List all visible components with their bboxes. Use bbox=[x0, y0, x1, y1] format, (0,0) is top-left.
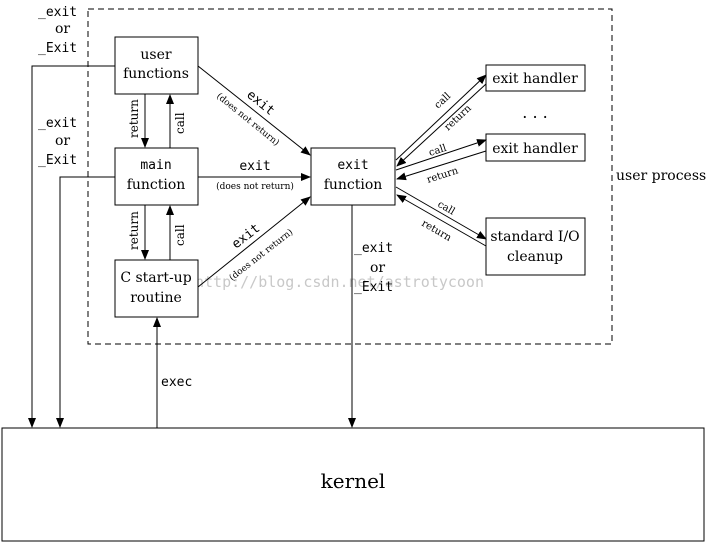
main-function-line2: function bbox=[127, 177, 186, 193]
user-functions-line1: user bbox=[140, 47, 171, 63]
call-arrow-stdio bbox=[395, 186, 487, 240]
does-not-return-main: (does not return) bbox=[216, 181, 294, 192]
exit-handler-box-2: exit handler bbox=[485, 133, 586, 162]
handler-ellipsis: . . . bbox=[522, 103, 547, 122]
main-function-box: main function bbox=[114, 147, 199, 206]
return-arrow-stdio bbox=[396, 194, 487, 247]
c-startup-line2: routine bbox=[130, 290, 182, 306]
return-label-1: return bbox=[127, 99, 141, 138]
exit-right-2: or bbox=[370, 260, 385, 276]
call-label-1: call bbox=[173, 112, 187, 134]
exit-arrow-startup bbox=[197, 196, 311, 288]
return-arrow-handler-1 bbox=[396, 83, 487, 167]
exit-top-2: or bbox=[55, 21, 70, 37]
exit-handler-box-1: exit handler bbox=[485, 64, 586, 92]
stdio-cleanup-line1: standard I/O bbox=[490, 229, 579, 245]
c-startup-line1: C start-up bbox=[120, 270, 191, 286]
c-startup-box: C start-up routine bbox=[114, 259, 199, 318]
call-label-stdio: call bbox=[436, 199, 457, 218]
stdio-cleanup-box: standard I/O cleanup bbox=[485, 217, 586, 276]
user-process-label: user process bbox=[616, 168, 706, 184]
exit-arrow-user-functions bbox=[197, 65, 311, 156]
exit-mid-1: _exit bbox=[38, 116, 77, 131]
exit-right-3: _Exit bbox=[354, 280, 393, 295]
exit-handler-1-label: exit handler bbox=[492, 71, 578, 87]
exit-handler-2-label: exit handler bbox=[492, 141, 578, 157]
return-label-2: return bbox=[127, 211, 141, 250]
exit-mid-2: or bbox=[55, 133, 70, 149]
exit-label-startup: exit bbox=[229, 221, 263, 252]
call-arrow-handler-2 bbox=[395, 139, 487, 171]
kernel-box: kernel bbox=[1, 427, 705, 542]
exec-label: exec bbox=[161, 375, 192, 390]
return-label-stdio: return bbox=[420, 218, 454, 244]
main-function-line1: main bbox=[140, 158, 171, 173]
watermark: http://blog.csdn.net/astrotycoon bbox=[195, 273, 484, 291]
exit-right-1: _exit bbox=[354, 241, 393, 256]
exit-label-main: exit bbox=[239, 159, 270, 174]
user-functions-box: user functions bbox=[114, 36, 199, 95]
exit-top-3: _Exit bbox=[38, 41, 77, 56]
exit-syscall-arrow-user bbox=[28, 65, 115, 428]
exit-function-line2: function bbox=[324, 177, 383, 193]
exit-function-box: exit function bbox=[310, 147, 396, 206]
exit-mid-3: _Exit bbox=[38, 153, 77, 168]
call-label-2: call bbox=[173, 224, 187, 246]
exit-syscall-arrow-main bbox=[56, 176, 115, 428]
call-label-handler-1: call bbox=[433, 91, 454, 111]
exit-function-line1: exit bbox=[337, 158, 368, 173]
exit-top-1: _exit bbox=[38, 5, 77, 20]
call-arrow-handler-1 bbox=[395, 74, 487, 161]
return-arrow-handler-2 bbox=[396, 150, 487, 181]
call-label-handler-2: call bbox=[428, 143, 448, 159]
user-functions-line2: functions bbox=[123, 66, 189, 82]
return-label-handler-1: return bbox=[443, 103, 475, 134]
stdio-cleanup-line2: cleanup bbox=[507, 249, 563, 265]
kernel-label: kernel bbox=[321, 469, 386, 493]
